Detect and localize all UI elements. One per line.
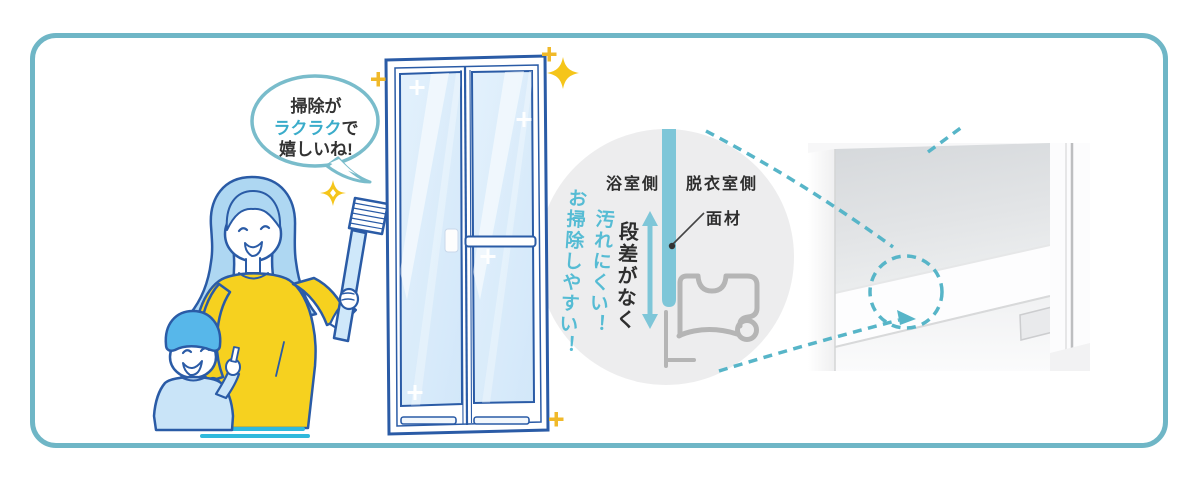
right-frame (1050, 143, 1090, 371)
bubble-suffix: で (341, 118, 359, 138)
left-frame (808, 149, 835, 371)
panel-border (30, 33, 1168, 448)
door-photo-graphic (808, 143, 1090, 371)
face-material-label: 面材 (706, 211, 743, 228)
dressing-side-label: 脱衣室側 (686, 176, 759, 193)
bubble-line-1: 掃除が (290, 97, 342, 116)
bubble-highlight: ラクラク (273, 118, 342, 138)
bottom-sill (1050, 343, 1090, 371)
bath-side-label: 浴室側 (606, 176, 661, 193)
speech-bubble-text: 掃除が ラクラクで 嬉しいね! (251, 96, 381, 161)
bubble-line-2: ラクラクで (251, 118, 381, 140)
door-photo (808, 143, 1090, 371)
bubble-line-3: 嬉しいね! (279, 140, 353, 159)
